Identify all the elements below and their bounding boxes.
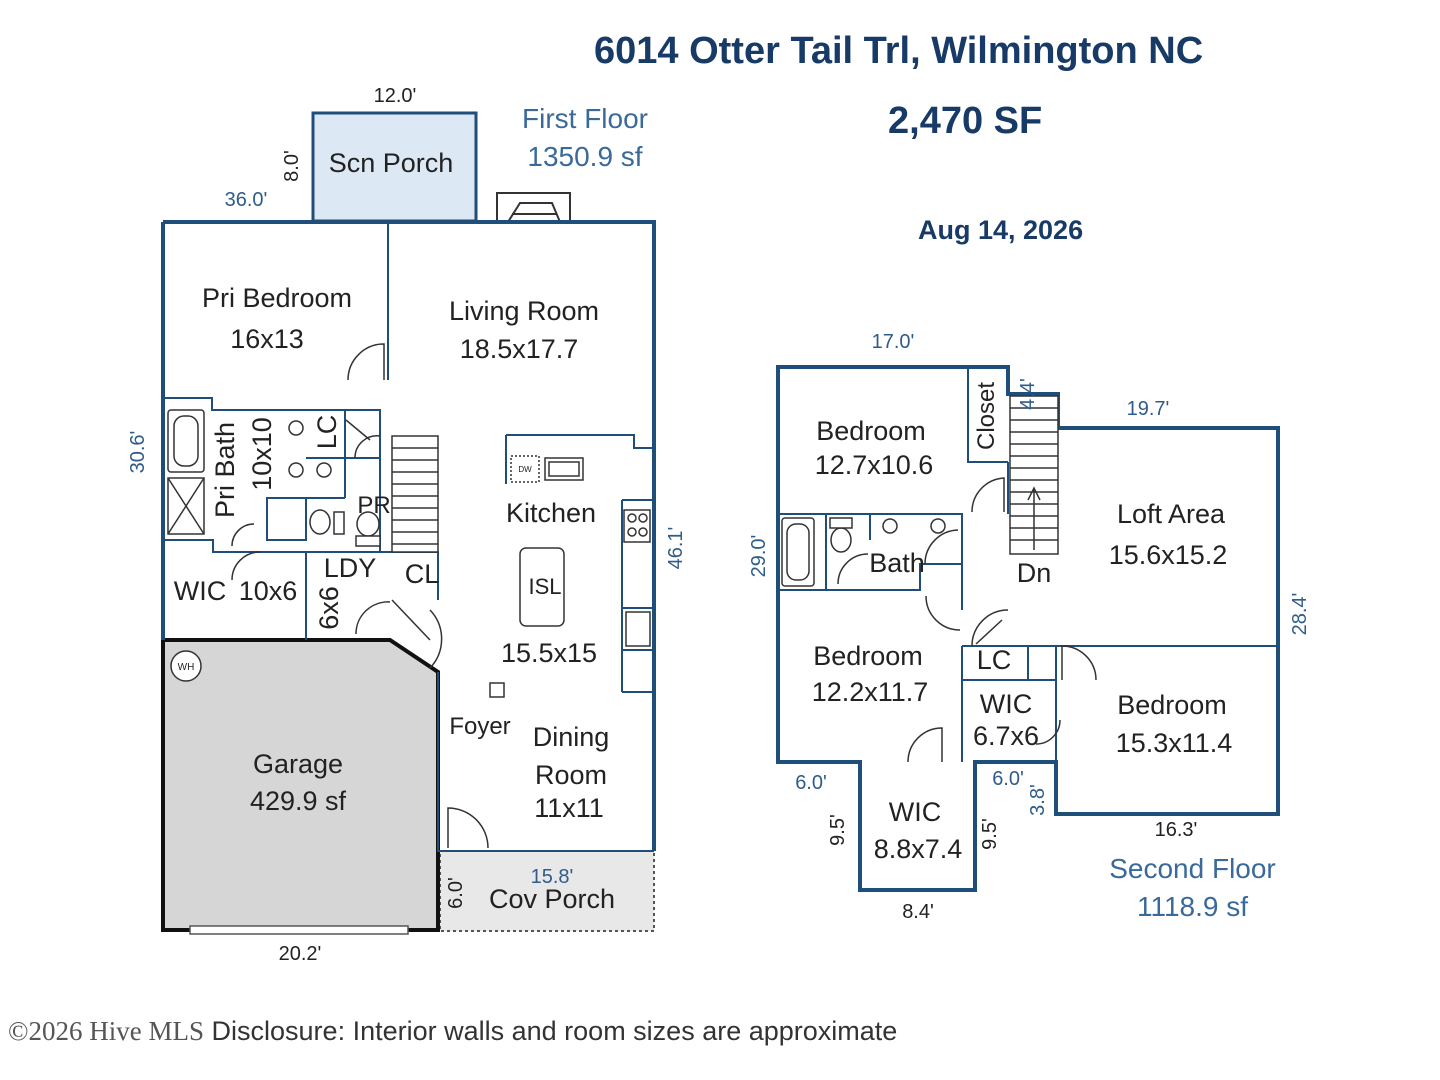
loft-size: 15.6x15.2 — [1109, 540, 1228, 570]
dim2-stair-width: 4.4' — [1017, 378, 1039, 410]
dn-label: Dn — [1017, 558, 1052, 588]
covered-porch — [439, 850, 655, 932]
bedroom3-label: Bedroom — [1117, 690, 1227, 720]
dim2-wic-width: 8.4' — [902, 901, 934, 923]
kitchen-size: 15.5x15 — [501, 638, 597, 668]
first-floor-outer-wall — [161, 220, 656, 851]
bath-label: Bath — [869, 548, 925, 578]
bedroom2-size: 12.2x11.7 — [812, 677, 929, 707]
kitchen-label: Kitchen — [506, 498, 596, 528]
dim-porch-depth: 8.0' — [281, 150, 303, 182]
first-floor-plan: Scn Porch Pri Bedroom 16x13 Living Room … — [127, 85, 687, 965]
bedroom1-size: 12.7x10.6 — [815, 450, 934, 480]
dining-label: Dining — [533, 722, 610, 752]
bedroom2-label: Bedroom — [813, 641, 923, 671]
second-floor-outer-wall — [776, 365, 1280, 892]
garage-label: Garage — [253, 749, 343, 779]
dim-porch-width: 12.0' — [374, 85, 417, 107]
second-floor-label: Second Floor 1118.9 sf — [1095, 850, 1290, 926]
dim-top-width: 36.0' — [225, 189, 268, 211]
first-floor-doors — [231, 343, 489, 849]
first-floor-label: First Floor 1350.9 sf — [505, 100, 665, 176]
dim2-loft-width: 19.7' — [1127, 398, 1170, 420]
living-room-label: Living Room — [449, 296, 599, 326]
wic-lower-label: WIC — [889, 797, 941, 827]
ldy-size: 6x6 — [314, 586, 344, 630]
disclosure-text: Disclosure: Interior walls and room size… — [211, 1016, 898, 1046]
island-label: ISL — [528, 574, 561, 599]
bedroom3-size: 15.3x11.4 — [1116, 728, 1233, 758]
wic-size: 10x6 — [239, 576, 298, 606]
dining-size: 11x11 — [534, 793, 604, 823]
second-floor-interior-walls — [778, 367, 1278, 762]
cov-porch-label: Cov Porch — [489, 884, 615, 914]
lc2-label: LC — [977, 645, 1012, 675]
first-floor-interior-walls — [163, 222, 654, 852]
first-floor-title: First Floor — [522, 103, 648, 134]
date-label: Aug 14, 2026 — [918, 215, 1084, 245]
kitchen-fixtures — [489, 455, 651, 698]
cl-label: CL — [405, 559, 440, 589]
dim2-right-depth: 28.4' — [1289, 593, 1311, 636]
loft-label: Loft Area — [1117, 499, 1226, 529]
pri-bath-label: Pri Bath — [210, 422, 240, 518]
dim2-seg-b: 6.0' — [992, 768, 1024, 790]
dim2-top-width: 17.0' — [872, 331, 915, 353]
living-room-size: 18.5x17.7 — [460, 334, 579, 364]
wic-upper-label: WIC — [980, 689, 1032, 719]
dishwasher-label: DW — [518, 465, 532, 474]
scn-porch-label: Scn Porch — [329, 148, 454, 178]
address-title: 6014 Otter Tail Trl, Wilmington NC — [594, 30, 1204, 72]
garage-floor — [161, 638, 440, 932]
dim2-wic-left: 9.5' — [827, 814, 849, 846]
second-floor-doors — [837, 477, 1097, 763]
dim-garage-width: 20.2' — [279, 943, 322, 965]
bedroom1-label: Bedroom — [816, 416, 926, 446]
wic-lower-size: 8.8x7.4 — [874, 834, 963, 864]
water-heater-label: WH — [178, 662, 195, 673]
first-floor-stairs — [391, 435, 439, 553]
dim2-wic-right: 9.5' — [979, 818, 1001, 850]
wic-upper-size: 6.7x6 — [973, 721, 1039, 751]
dim2-seg-c: 3.8' — [1027, 784, 1049, 816]
dim-right-depth: 46.1' — [665, 527, 687, 570]
first-floor-area: 1350.9 sf — [527, 141, 643, 172]
copyright-text: ©2026 Hive MLS — [8, 1016, 205, 1046]
closet-label: Closet — [973, 382, 1000, 450]
foyer-label: Foyer — [449, 713, 510, 740]
dim2-bottom-width: 16.3' — [1155, 819, 1198, 841]
pr-label: PR — [357, 492, 390, 519]
total-square-feet: 2,470 SF — [888, 100, 1043, 142]
garage-area: 429.9 sf — [250, 786, 347, 816]
lc-label: LC — [312, 415, 342, 450]
pri-bedroom-size: 16x13 — [230, 324, 304, 354]
wic-label: WIC — [174, 576, 226, 606]
water-heater-icon — [170, 650, 202, 682]
ldy-label: LDY — [324, 553, 377, 583]
footer: ©2026 Hive MLS Disclosure: Interior wall… — [8, 1016, 897, 1047]
dim2-seg-a: 6.0' — [795, 772, 827, 794]
dining-room-label: Room — [535, 760, 607, 790]
dim2-left-depth: 29.0' — [748, 535, 770, 578]
dim-cov-depth: 6.0' — [445, 877, 467, 909]
second-floor-plan: Bedroom 12.7x10.6 Closet Bath Dn Loft Ar… — [748, 331, 1311, 923]
second-floor-title: Second Floor — [1109, 853, 1276, 884]
fireplace-icon — [496, 192, 571, 223]
dim-left-depth: 30.6' — [127, 431, 149, 474]
second-floor-area: 1118.9 sf — [1136, 891, 1249, 922]
second-floor-stairs — [1009, 395, 1059, 555]
screened-porch — [311, 111, 478, 223]
pri-bath-size: 10x10 — [247, 417, 277, 491]
upstairs-bath-fixtures — [781, 517, 946, 587]
bath-fixtures — [167, 409, 381, 547]
dim-cov-width: 15.8' — [531, 866, 574, 888]
pri-bedroom-label: Pri Bedroom — [202, 283, 352, 313]
